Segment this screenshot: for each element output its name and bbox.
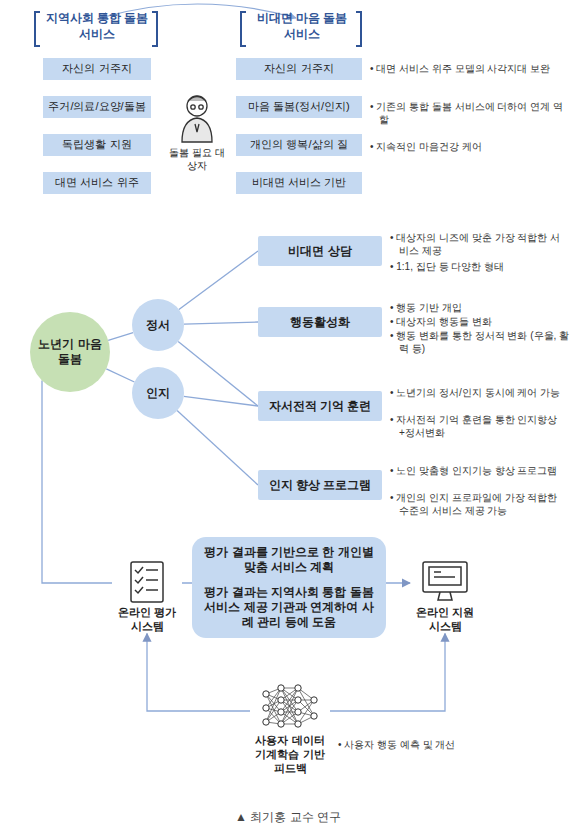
node-text: 비대면 상담 <box>288 244 351 259</box>
node-text: 행동활성화 <box>290 315 350 330</box>
node-text: 평가 결과는 지역사회 통합 돌봄 서비스 제공 기관과 연계하여 사례 관리 … <box>202 585 376 630</box>
node-text: 평가 결과를 기반으로 한 개인별 맞춤 서비스 계획 <box>202 545 376 575</box>
node-text: 개인의 행복/삶의 질 <box>250 138 347 152</box>
bullet-note: • 행동 변화를 통한 정서적 변화 (우울, 활력 등) <box>390 329 570 355</box>
service-box: 대면 서비스 위주 <box>43 172 151 194</box>
plan-box: 평가 결과를 기반으로 한 개인별 맞춤 서비스 계획평가 결과는 지역사회 통… <box>192 537 386 638</box>
icon-label: 돌봄 필요 대상자 <box>166 146 228 172</box>
service-box: 자신의 거주지 <box>43 58 151 80</box>
connector <box>177 411 258 485</box>
connector <box>179 251 258 310</box>
bullet-note: • 대면 서비스 위주 모델의 사각지대 보완 <box>370 62 570 75</box>
service-box: 비대면 서비스 기반 <box>236 172 362 194</box>
connector <box>178 341 258 406</box>
bullet-note: • 지속적인 마음건강 케어 <box>370 140 570 153</box>
bullet-note: • 대상자의 니즈에 맞춘 가장 적합한 서비스 제공 <box>390 231 570 257</box>
bullet-note: • 자서전적 기억 훈련을 통한 인지향상+정서변화 <box>390 413 570 439</box>
service-box: 독립생활 지원 <box>43 134 151 156</box>
program-box: 자서전적 기억 훈련 <box>258 391 382 421</box>
bullet-note: • 기존의 통합 돌봄 서비스에 더하여 연계 역할 <box>370 100 570 126</box>
node-text: 노년기 마음 돌봄 <box>38 337 102 367</box>
program-box: 인지 향상 프로그램 <box>258 470 382 500</box>
node-text: 인지 향상 프로그램 <box>269 478 372 493</box>
bracket <box>35 12 361 46</box>
node-text: 자신의 거주지 <box>264 62 333 76</box>
system-node: 온라인 평가 시스템 <box>112 560 182 634</box>
node-text: 비대면 서비스 기반 <box>252 176 346 190</box>
bullet-note: • 1:1, 집단 등 다양한 형태 <box>390 260 570 273</box>
connector <box>106 369 134 382</box>
root-circle: 노년기 마음 돌봄 <box>30 312 110 392</box>
program-box: 비대면 상담 <box>258 236 382 266</box>
caption: ▲ 최기홍 교수 연구 <box>138 810 438 826</box>
heading-text: 비대면 마음 돌봄 서비스 <box>250 11 354 42</box>
program-box: 행동활성화 <box>258 307 382 337</box>
node-text: 주거/의료/요양/돌봄 <box>48 100 145 114</box>
checklist-icon <box>131 562 163 602</box>
service-box: 마음 돌봄(정서/인지) <box>236 96 362 118</box>
connector <box>184 396 258 406</box>
person-icon <box>182 96 212 142</box>
bullet-note: • 개인의 인지 프로파일에 가장 적합한 수준의 서비스 제공 가능 <box>390 491 570 517</box>
service-box: 주거/의료/요양/돌봄 <box>43 96 151 118</box>
node-text: 자신의 거주지 <box>62 62 131 76</box>
node-text: 사용자 데이터 기계학습 기반 피드백 <box>250 734 330 775</box>
bullet-note: • 노인 맞춤형 인지기능 향상 프로그램 <box>390 464 570 477</box>
node-text: 인지 <box>146 386 170 401</box>
connector <box>330 634 445 712</box>
category-circle: 정서 <box>132 299 184 351</box>
node-text: 온라인 지원 시스템 <box>410 606 480 634</box>
feedback-node: 사용자 데이터 기계학습 기반 피드백 <box>250 686 330 775</box>
bullet-note: • 대상자의 행동들 변화 <box>390 315 570 328</box>
heading-text: 지역사회 통합 돌봄 서비스 <box>44 11 150 42</box>
service-box: 자신의 거주지 <box>236 58 362 80</box>
node-text: 정서 <box>146 318 170 333</box>
node-text: 독립생활 지원 <box>62 138 131 152</box>
connector <box>42 381 112 583</box>
bullet-note: • 사용자 행동 예측 및 개선 <box>338 738 538 751</box>
service-box: 개인의 행복/삶의 질 <box>236 134 362 156</box>
monitor-icon <box>423 562 467 600</box>
bullet-note: • 노년기의 정서/인지 동시에 케어 가능 <box>390 386 570 399</box>
bullet-note: • 행동 기반 개입 <box>390 301 570 314</box>
connector <box>108 333 133 341</box>
connector <box>147 634 250 712</box>
neural-net-icon <box>263 685 317 727</box>
node-text: 대면 서비스 위주 <box>55 176 138 190</box>
category-circle: 인지 <box>132 367 184 419</box>
node-text: 자서전적 기억 훈련 <box>269 399 372 414</box>
node-text: 마음 돌봄(정서/인지) <box>248 100 349 114</box>
node-text: 온라인 평가 시스템 <box>112 606 182 634</box>
connector <box>184 322 258 324</box>
system-node: 온라인 지원 시스템 <box>410 560 480 634</box>
